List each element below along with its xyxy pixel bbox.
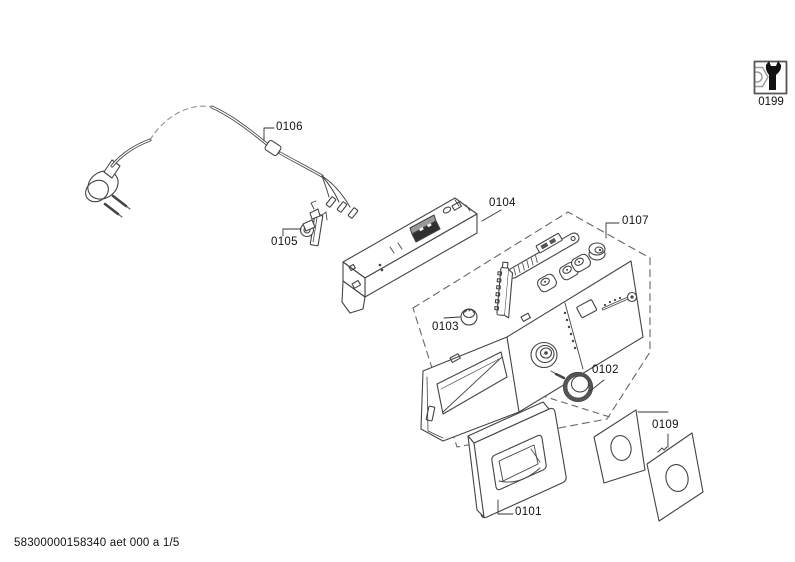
led-strip-drawing (494, 261, 514, 319)
control-module-drawing (341, 197, 478, 314)
document-reference: 58300000158340 aet 000 a 1/5 (14, 537, 180, 549)
part-label-0106: 0106 (276, 121, 303, 133)
detergent-drawer-drawing (467, 401, 567, 519)
part-label-0199: 0199 (758, 96, 784, 108)
part-label-0102: 0102 (592, 364, 619, 376)
part-label-0101: 0101 (515, 506, 542, 518)
small-button-drawing (460, 308, 478, 326)
leader-lines (263, 127, 669, 515)
cover-plates-drawing (593, 409, 704, 522)
power-cord-drawing (85, 105, 359, 219)
cable-clamp (264, 139, 282, 157)
service-tools-icon (753, 60, 788, 95)
suppressor-drawing (299, 200, 328, 247)
plug-icon (85, 159, 131, 218)
part-label-0104: 0104 (489, 197, 516, 209)
part-label-0107: 0107 (622, 215, 649, 227)
fascia-panel-drawing (420, 260, 644, 442)
program-knob-drawing (550, 370, 594, 403)
part-label-0109: 0109 (652, 419, 679, 431)
button-caps-drawing (536, 242, 606, 293)
part-label-0103: 0103 (432, 321, 459, 333)
button-strip-drawing (507, 232, 580, 279)
part-label-0105: 0105 (271, 236, 298, 248)
wrench-icon (765, 61, 782, 90)
